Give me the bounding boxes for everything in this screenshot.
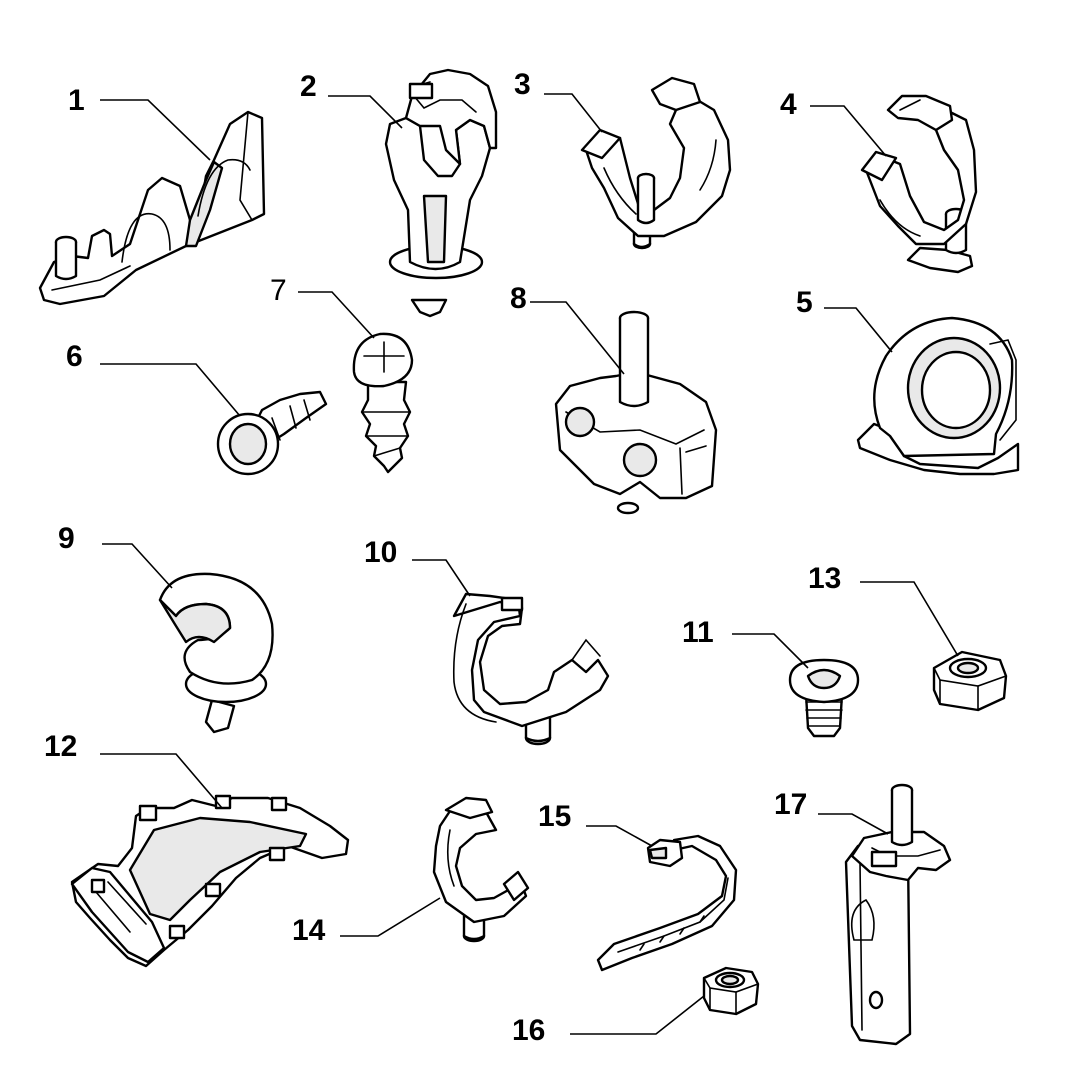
leader-line-10: [412, 559, 471, 597]
callout-label-12: 12: [44, 730, 77, 763]
part-9-ring-clip: [158, 572, 274, 734]
part-13-hex-nut: [932, 650, 1008, 712]
leader-line-2: [328, 95, 403, 129]
callout-label-2: 2: [300, 70, 317, 103]
part-14-spring-clip: [432, 796, 530, 943]
leader-line-5: [824, 307, 893, 353]
part-11-threaded-plug: [788, 658, 860, 738]
callout-label-15: 15: [538, 800, 571, 833]
leader-line-17: [818, 813, 889, 835]
part-8-clip-block: [554, 310, 718, 515]
leader-line-4: [810, 105, 887, 157]
part-3-open-clip: [580, 76, 732, 250]
part-10-bracket-clip: [452, 592, 610, 746]
leader-line-8: [530, 301, 625, 375]
callout-label-5: 5: [796, 286, 813, 319]
leader-line-11: [732, 633, 809, 669]
callout-label-10: 10: [364, 536, 397, 569]
leader-line-16: [570, 995, 705, 1035]
leader-line-15: [586, 825, 653, 847]
callout-label-8: 8: [510, 282, 527, 315]
leader-line-14: [340, 897, 441, 937]
leader-line-3: [544, 93, 603, 133]
callout-label-13: 13: [808, 562, 841, 595]
callout-label-3: 3: [514, 68, 531, 101]
callout-label-14: 14: [292, 914, 326, 947]
part-2-pushin-clip: [384, 68, 498, 318]
callout-label-1: 1: [68, 84, 85, 117]
part-4-base-clip: [860, 94, 978, 274]
leader-line-13: [860, 581, 959, 657]
leader-line-1: [100, 99, 211, 161]
part-15-cable-tie: [596, 834, 738, 972]
callout-label-4: 4: [780, 88, 797, 121]
part-5-ring-clamp: [856, 316, 1020, 476]
callout-label-9: 9: [58, 522, 75, 555]
callout-label-6: 6: [66, 340, 83, 373]
part-6-push-rivet: [216, 390, 328, 476]
callout-label-11: 11: [682, 616, 714, 649]
leader-line-7: [298, 291, 375, 339]
leader-line-12: [100, 753, 223, 809]
part-16-small-hex-nut: [702, 966, 760, 1016]
part-7-screw: [352, 332, 414, 474]
leader-line-9: [102, 543, 173, 589]
callout-label-17: 17: [774, 788, 807, 821]
callout-label-7: 7: [270, 274, 287, 307]
part-12-guide-channel: [70, 794, 350, 968]
part-17-bracket-plate: [844, 783, 952, 1046]
part-1-double-clip: [38, 110, 266, 306]
callout-label-16: 16: [512, 1014, 545, 1047]
leader-line-6: [100, 363, 241, 417]
